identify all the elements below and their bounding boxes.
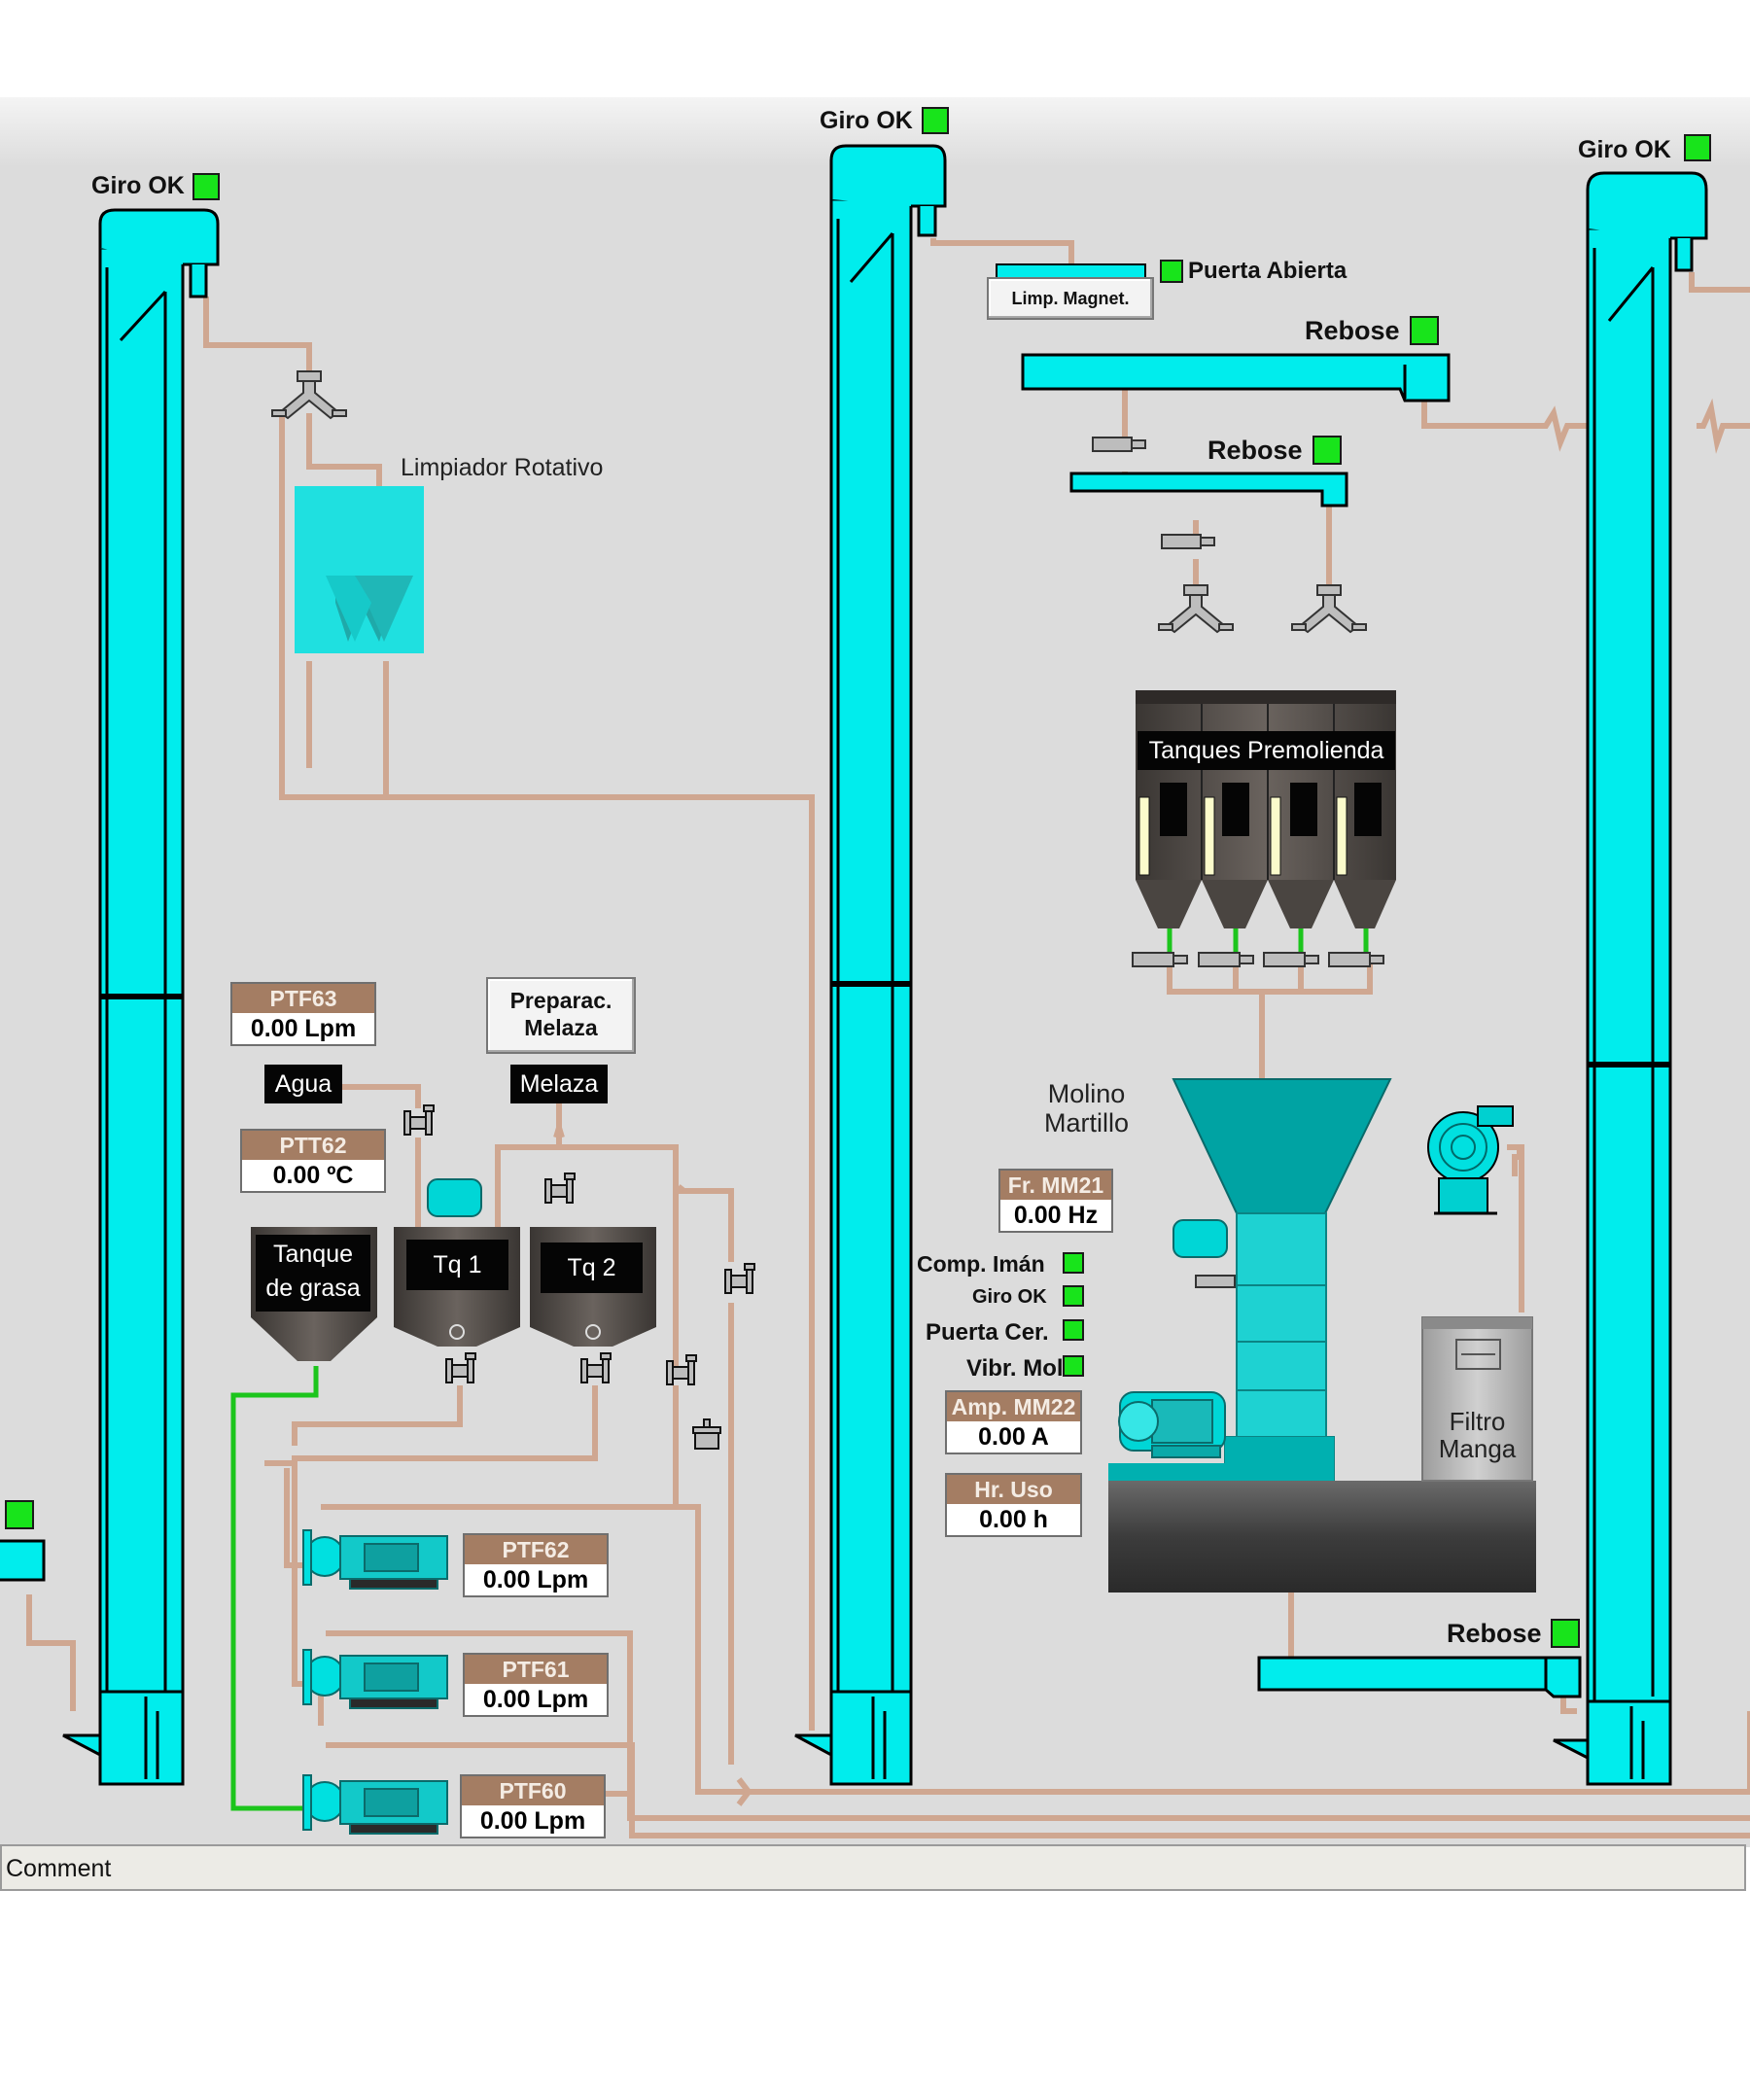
molasses-prep-line2: Melaza	[524, 1015, 598, 1040]
tag-ptf62-value: 0.00 Lpm	[465, 1564, 607, 1595]
mill-status-lamp-1	[1063, 1252, 1084, 1274]
liquid-valves	[403, 1104, 755, 1450]
magnet-cleaner-button-label: Limp. Magnet.	[1011, 289, 1130, 308]
tag-mm22-value: 0.00 A	[947, 1421, 1080, 1452]
agua-label: Agua	[264, 1065, 342, 1103]
status-bar-comment: Comment	[6, 1855, 112, 1882]
overflow-label-2: Rebose	[1208, 436, 1303, 465]
grease-tank-label-line2: de grasa	[265, 1275, 361, 1302]
bucket-elevator-right	[1553, 171, 1708, 1786]
magnet-door-lamp	[1160, 260, 1183, 283]
bucket-elevator-left	[62, 208, 220, 1786]
status-bar: Comment	[0, 1844, 1746, 1891]
tag-ptf62[interactable]: PTF62 0.00 Lpm	[463, 1533, 609, 1597]
tag-mm21-value: 0.00 Hz	[1000, 1200, 1111, 1231]
tag-ptt62-name: PTT62	[242, 1131, 384, 1160]
molasses-prep-line1: Preparac.	[509, 988, 612, 1013]
hammer-mill-label-line2: Martillo	[1043, 1108, 1129, 1138]
overflow-lamp-1	[1410, 316, 1439, 345]
tag-hruso[interactable]: Hr. Uso 0.00 h	[945, 1473, 1082, 1537]
mill-status-label-2: Giro OK	[972, 1286, 1047, 1308]
conveyors	[1021, 353, 1582, 1698]
tag-ptt62[interactable]: PTT62 0.00 ºC	[240, 1129, 386, 1193]
tag-mm21[interactable]: Fr. MM21 0.00 Hz	[998, 1169, 1113, 1233]
premill-tanks	[1136, 690, 1396, 928]
mill-status-lamp-4	[1063, 1355, 1084, 1377]
bag-filter-label: Filtro Manga	[1422, 1408, 1532, 1462]
mill-status-lamp-2	[1063, 1285, 1084, 1307]
grease-tank-label: Tanque de grasa	[256, 1235, 370, 1312]
elevator-left-status-lamp	[192, 173, 220, 200]
magnet-cleaner-button[interactable]: Limp. Magnet.	[987, 277, 1154, 320]
tag-mm22[interactable]: Amp. MM22 0.00 A	[945, 1390, 1082, 1454]
elevator-right-status-lamp	[1684, 134, 1711, 161]
tag-mm21-name: Fr. MM21	[1000, 1171, 1111, 1200]
overflow-lamp-3	[1551, 1619, 1580, 1648]
diverter-valves	[271, 370, 1367, 634]
bag-filter	[1421, 1316, 1533, 1482]
premill-tanks-label: Tanques Premolienda	[1138, 731, 1395, 770]
magnet-door-label: Puerta Abierta	[1188, 258, 1348, 284]
tag-ptf61-name: PTF61	[465, 1655, 607, 1684]
cyclone-fan	[1427, 1105, 1514, 1215]
elevator-right-status-label: Giro OK	[1578, 136, 1671, 163]
tank2-label: Tq 2	[541, 1242, 643, 1293]
overflow-label-3: Rebose	[1447, 1619, 1542, 1648]
motors	[302, 1178, 1228, 1835]
hammer-mill-label-line1: Molino	[1047, 1079, 1126, 1108]
slide-gates	[1092, 437, 1384, 1288]
grease-tank-label-line1: Tanque	[272, 1241, 354, 1268]
tag-mm22-name: Amp. MM22	[947, 1392, 1080, 1421]
tag-ptf63[interactable]: PTF63 0.00 Lpm	[230, 982, 376, 1046]
overflow-label-1: Rebose	[1305, 316, 1400, 345]
elevator-middle-status-label: Giro OK	[820, 107, 913, 134]
mill-status-label-4: Vibr. Mol.	[966, 1355, 1070, 1382]
left-edge-conveyor	[0, 1539, 46, 1582]
mill-status-lamp-3	[1063, 1319, 1084, 1341]
bucket-elevator-middle	[794, 144, 947, 1786]
tag-ptf61[interactable]: PTF61 0.00 Lpm	[463, 1653, 609, 1717]
hammer-mill	[1108, 1078, 1536, 1592]
melaza-label: Melaza	[510, 1065, 608, 1103]
tag-hruso-value: 0.00 h	[947, 1504, 1080, 1535]
rotary-cleaner	[295, 486, 424, 653]
tag-ptf60[interactable]: PTF60 0.00 Lpm	[460, 1774, 606, 1838]
elevator-left-status-label: Giro OK	[91, 172, 185, 199]
tag-ptf62-name: PTF62	[465, 1535, 607, 1564]
bag-filter-label-line2: Manga	[1438, 1434, 1517, 1463]
tag-ptf60-value: 0.00 Lpm	[462, 1805, 604, 1837]
elevator-middle-status-lamp	[922, 107, 949, 134]
tag-hruso-name: Hr. Uso	[947, 1475, 1080, 1504]
hammer-mill-label: Molino Martillo	[1031, 1079, 1142, 1138]
tag-ptt62-value: 0.00 ºC	[242, 1160, 384, 1191]
pipes	[26, 238, 1750, 1838]
tag-ptf61-value: 0.00 Lpm	[465, 1684, 607, 1715]
tag-ptf60-name: PTF60	[462, 1776, 604, 1805]
overflow-lamp-2	[1312, 436, 1342, 465]
left-edge-status-lamp	[5, 1500, 34, 1529]
magnet-cleaner	[996, 263, 1146, 279]
tag-ptf63-name: PTF63	[232, 984, 374, 1013]
tank1-label: Tq 1	[406, 1240, 508, 1290]
mill-status-label-1: Comp. Imán	[917, 1251, 1045, 1277]
molasses-prep-button[interactable]: Preparac. Melaza	[486, 977, 636, 1054]
tag-ptf63-value: 0.00 Lpm	[232, 1013, 374, 1044]
mill-status-label-3: Puerta Cer.	[926, 1319, 1049, 1346]
bag-filter-label-line1: Filtro	[1449, 1407, 1506, 1436]
rotary-cleaner-label: Limpiador Rotativo	[401, 454, 604, 481]
